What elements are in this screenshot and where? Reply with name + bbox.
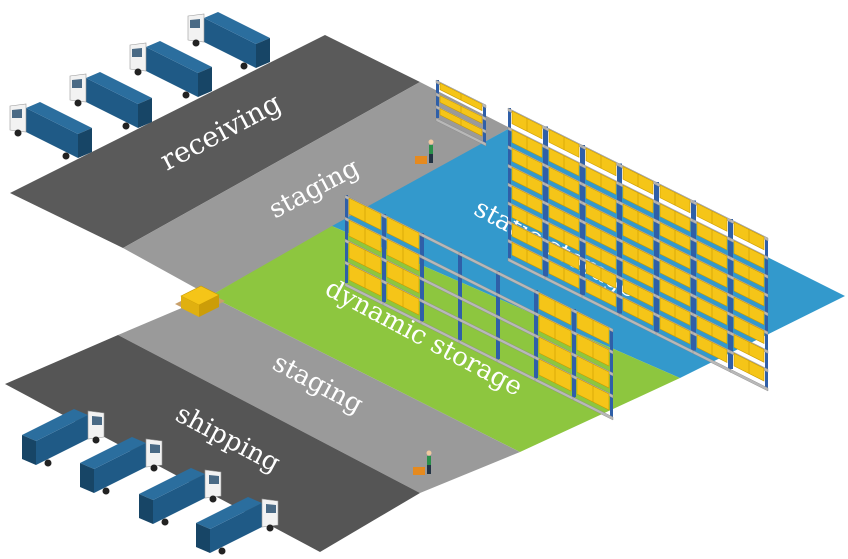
truck-icon: [9, 102, 92, 160]
rack-icon: [581, 144, 621, 318]
shipping-zone: [5, 335, 420, 552]
dynamic-storage-zone: [210, 226, 680, 452]
receiving-trucks: [9, 12, 270, 160]
truck-icon: [187, 12, 270, 70]
receiving-zone: [10, 35, 420, 248]
truck-icon: [139, 468, 222, 526]
rack-icon: [420, 232, 462, 345]
staging-top-zone: [123, 82, 510, 296]
truck-icon: [129, 41, 212, 99]
worker-with-cart-icon: [413, 450, 432, 475]
props: [175, 79, 487, 475]
rack-icon: [534, 289, 576, 402]
static-storage-racks: [507, 107, 769, 392]
rack-icon: [544, 126, 584, 299]
truck-icon: [196, 497, 279, 555]
rack-icon: [729, 218, 769, 392]
rack-icon: [655, 181, 695, 355]
truck-icon: [22, 409, 105, 467]
worker-with-cart-icon: [415, 139, 434, 164]
staging-bottom-zone: [118, 296, 520, 493]
shipping-trucks: [22, 409, 279, 555]
rack-icon: [692, 200, 732, 373]
truck-icon: [80, 437, 163, 495]
rack-icon: [435, 79, 487, 147]
dynamic-storage-racks: [344, 194, 614, 421]
truck-icon: [69, 72, 152, 130]
rack-icon: [507, 107, 547, 281]
pallet-icon: [175, 285, 225, 317]
rack-icon: [572, 308, 614, 421]
